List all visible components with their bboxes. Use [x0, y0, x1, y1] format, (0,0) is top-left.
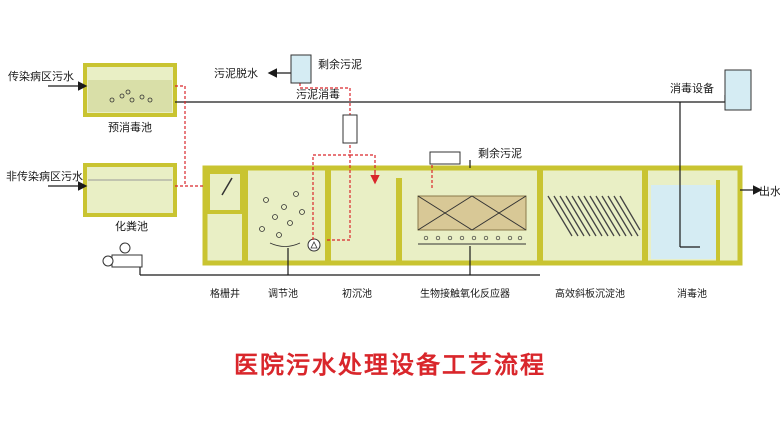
label-infectious-sewage: 传染病区污水 [8, 69, 74, 83]
process-pipes [139, 95, 726, 276]
label-pre-disinfection-tank: 预消毒池 [108, 120, 152, 134]
label-sludge-disinfection: 污泥消毒 [296, 87, 340, 101]
label-disinfection-device: 消毒设备 [670, 81, 714, 95]
label-disinfection-tank: 消毒池 [677, 287, 707, 300]
label-primary-settling: 初沉池 [342, 287, 372, 300]
surplus-sludge-box-top [290, 54, 312, 84]
septic-tank [83, 163, 177, 217]
inclined-plates [547, 195, 641, 237]
label-surplus-sludge-top: 剩余污泥 [318, 57, 362, 71]
label-bio-contact-reactor: 生物接触氧化反应器 [420, 287, 510, 300]
sludge-filter-box [342, 114, 358, 144]
bio-media [417, 195, 527, 245]
label-non-infectious-sewage: 非传染病区污水 [6, 169, 83, 183]
regulating-tank-contents [259, 191, 305, 247]
disinfection-device-box [724, 69, 752, 111]
disinfection-tank-water [651, 185, 716, 259]
pre-disinfection-tank [83, 63, 177, 117]
diagram-title: 医院污水处理设备工艺流程 [234, 351, 546, 379]
pre-tank-bubbles [109, 89, 153, 103]
surplus-sludge-box-mid [429, 151, 461, 165]
label-outlet: 出水 [759, 184, 780, 198]
label-inclined-plate-settler: 高效斜板沉淀池 [555, 287, 625, 300]
label-sludge-dewatering: 污泥脱水 [214, 66, 258, 80]
label-septic-tank: 化粪池 [115, 219, 148, 233]
label-regulating-tank: 调节池 [268, 287, 298, 300]
lift-pump [307, 238, 321, 252]
label-surplus-sludge-mid: 剩余污泥 [478, 146, 522, 160]
air-blower [102, 242, 143, 268]
label-grid-well: 格栅井 [210, 287, 240, 300]
